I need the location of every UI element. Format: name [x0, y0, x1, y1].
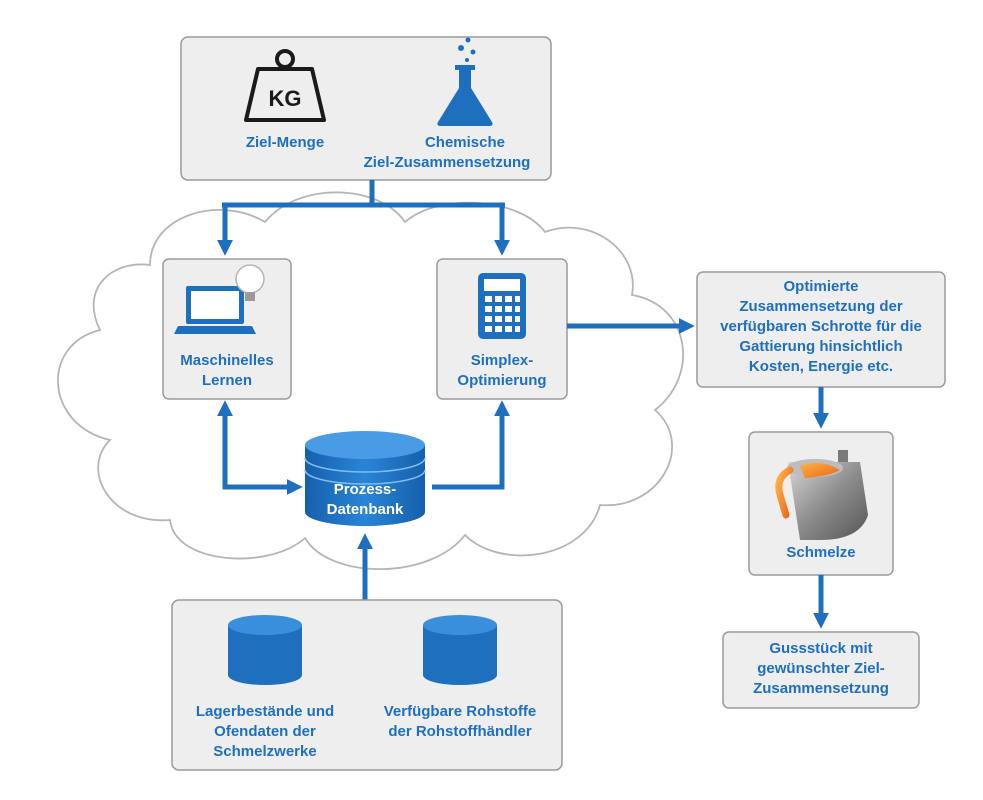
ml-label-line-2: Lernen: [202, 372, 252, 389]
database-label-line-1: Prozess-: [334, 481, 397, 498]
chem-label-line-1: Chemische: [425, 134, 505, 151]
casting-line-3: Zusammensetzung: [753, 680, 889, 697]
optimized-line-4: Gattierung hinsichtlich: [739, 338, 902, 355]
optimized-line-2: Zusammensetzung der: [739, 298, 903, 315]
arrow-to-ml: [222, 202, 505, 251]
optimized-box: Optimierte Zusammensetzung der verfügbar…: [696, 271, 946, 388]
inventory-label-line-3: Schmelzwerke: [213, 743, 316, 760]
laptop-icon: [174, 286, 256, 334]
sources-box: Lagerbestände und Ofendaten der Schmelzw…: [171, 599, 563, 771]
process-database-icon: Prozess- Datenbank: [304, 431, 426, 526]
raw-materials-database-icon: [423, 615, 497, 685]
chem-label-line-2: Ziel-Zusammensetzung: [364, 154, 531, 171]
targets-box: KG Ziel-Menge Chemische Ziel-Zusammenset…: [180, 36, 552, 181]
weight-icon-text: KG: [269, 86, 302, 111]
optimized-line-5: Kosten, Energie etc.: [749, 358, 893, 375]
raw-materials-label-line-1: Verfügbare Rohstoffe: [384, 703, 537, 720]
casting-box: Gussstück mit gewünschter Ziel- Zusammen…: [722, 631, 920, 709]
arrow-ml-database: [216, 400, 303, 496]
raw-materials-label-line-2: der Rohstoffhändler: [388, 723, 531, 740]
optimized-line-1: Optimierte: [783, 278, 858, 295]
flask-icon: [437, 37, 493, 126]
casting-line-2: gewünschter Ziel-: [757, 660, 885, 677]
simplex-label-line-2: Optimierung: [457, 372, 546, 389]
database-label-line-2: Datenbank: [327, 501, 404, 518]
ladle-icon: [775, 450, 868, 540]
calculator-icon: [478, 273, 526, 339]
inventory-database-icon: [228, 615, 302, 685]
melt-label: Schmelze: [786, 544, 855, 561]
weight-icon: KG: [244, 49, 326, 122]
inventory-label-line-2: Ofendaten der: [214, 723, 316, 740]
ml-box: Maschinelles Lernen: [162, 258, 292, 400]
mass-label: Ziel-Menge: [246, 134, 324, 151]
melt-box: Schmelze: [748, 431, 894, 576]
optimized-line-3: verfügbaren Schrotte für die: [720, 318, 922, 335]
lightbulb-icon: [235, 264, 265, 301]
inventory-label-line-1: Lagerbestände und: [196, 703, 334, 720]
simplex-box: Simplex- Optimierung: [436, 258, 568, 400]
ml-label-line-1: Maschinelles: [180, 352, 273, 369]
casting-line-1: Gussstück mit: [769, 640, 872, 657]
arrow-database-simplex: [432, 400, 511, 490]
simplex-label-line-1: Simplex-: [471, 352, 534, 369]
